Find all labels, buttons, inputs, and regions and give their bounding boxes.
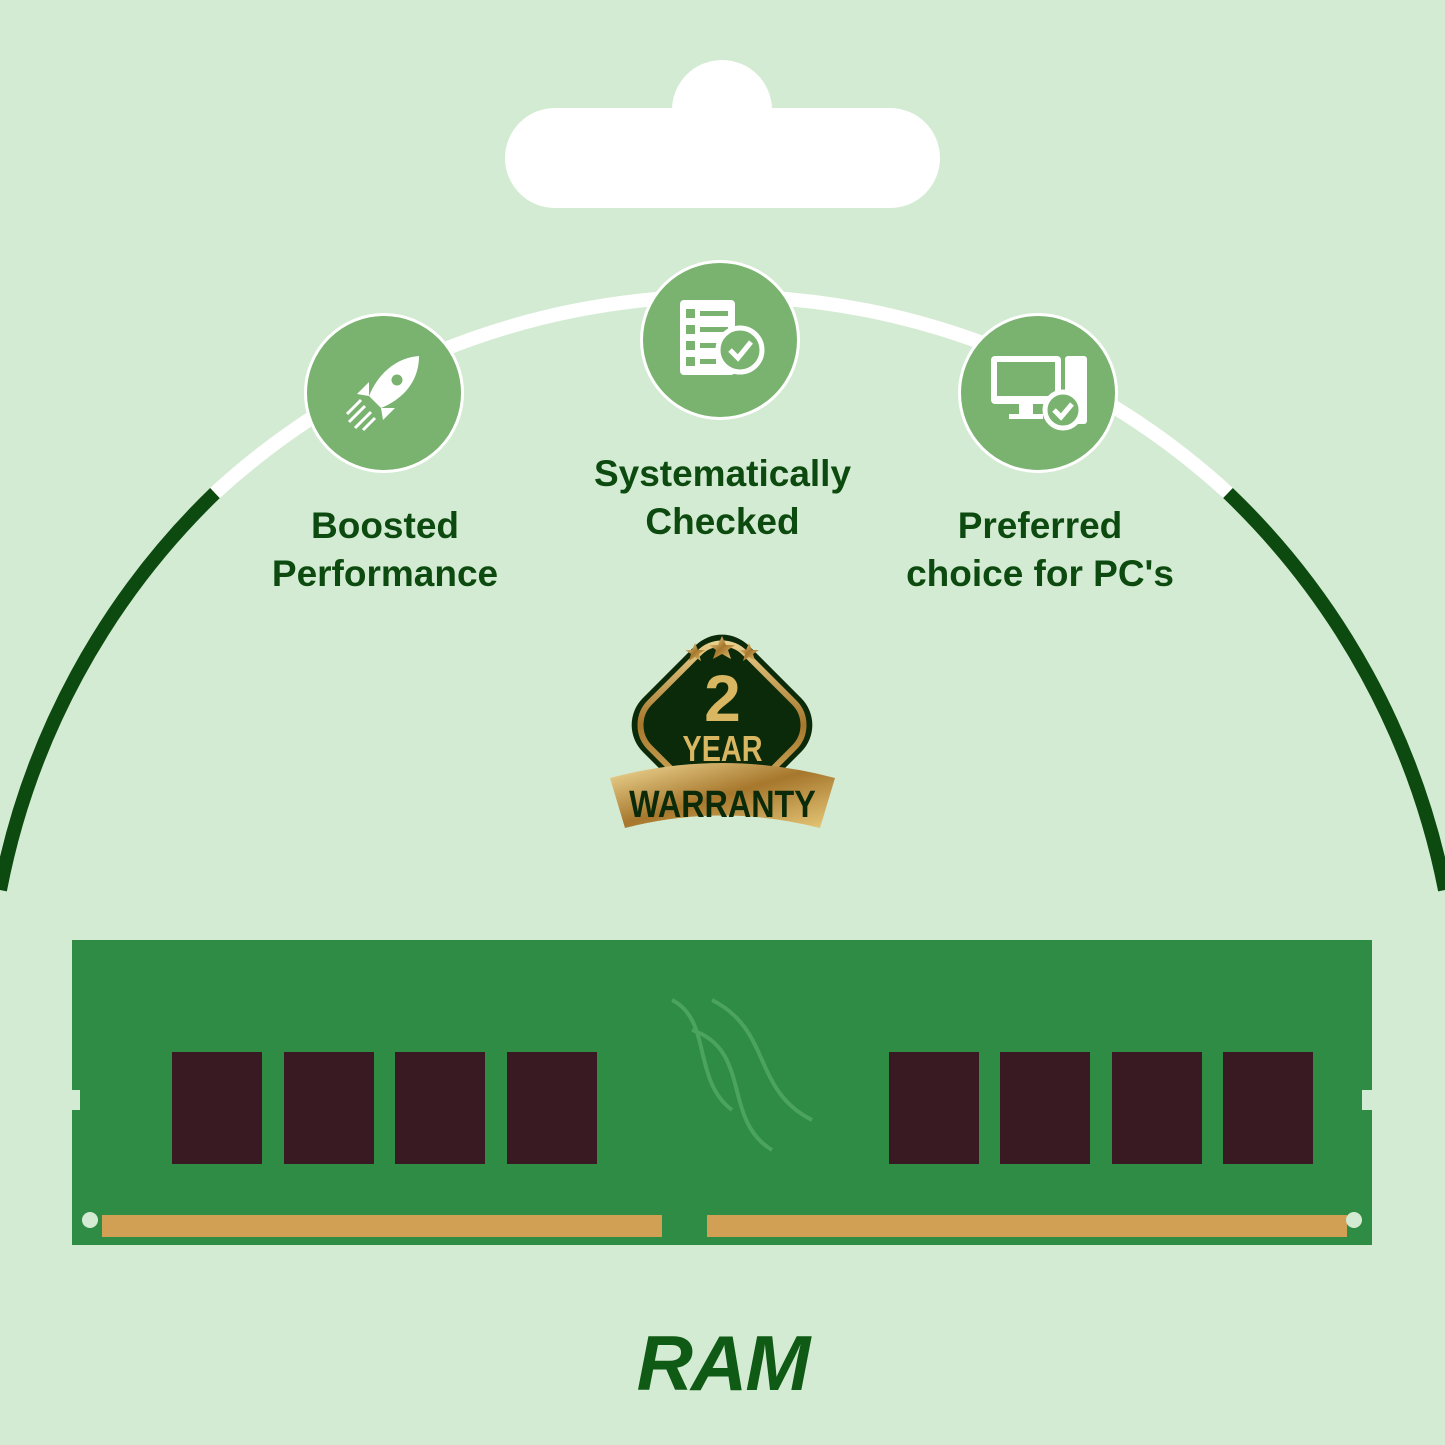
checklist-icon (640, 260, 800, 420)
computer-check-icon (958, 313, 1118, 473)
rocket-icon (304, 313, 464, 473)
badge-number: 2 (704, 661, 741, 735)
badge-year: YEAR (682, 728, 763, 769)
hanger-hole (505, 108, 940, 208)
badge-warranty: WARRANTY (629, 784, 816, 826)
brand-logo: RAM (636, 1319, 811, 1407)
ram-module-image (72, 940, 1372, 1245)
warranty-badge: 2 YEAR WARRANTY (595, 598, 850, 853)
